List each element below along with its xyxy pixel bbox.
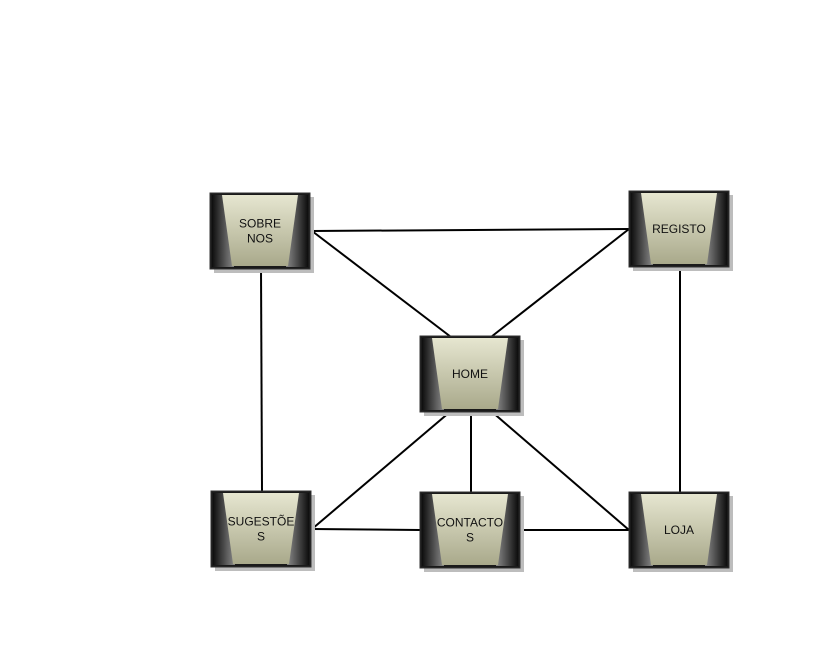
node-right-bevel <box>496 494 518 566</box>
node-panel <box>222 195 298 266</box>
node-label: HOME <box>452 367 488 381</box>
node-home: HOME <box>419 335 524 416</box>
edge-registo-home <box>490 228 630 338</box>
node-panel <box>641 193 717 264</box>
node-label: S <box>257 530 265 544</box>
node-label: NOS <box>247 232 273 246</box>
connections <box>260 228 681 531</box>
node-left-bevel <box>422 494 444 566</box>
node-right-bevel <box>286 195 308 267</box>
node-right-bevel <box>705 494 727 566</box>
node-right-bevel <box>705 193 727 265</box>
node-label: S <box>466 531 474 545</box>
node-label: REGISTO <box>652 222 706 236</box>
node-left-bevel <box>213 493 235 565</box>
edge-sugestoes-contactos <box>311 528 421 531</box>
node-left-bevel <box>631 494 653 566</box>
node-left-bevel <box>631 193 653 265</box>
node-right-bevel <box>287 493 309 565</box>
node-panel <box>223 493 299 564</box>
edge-sobre-nos-sugestoes <box>260 268 263 492</box>
node-panel <box>432 338 508 409</box>
edge-home-sugestoes <box>311 410 452 530</box>
node-right-bevel <box>496 338 518 410</box>
node-loja: LOJA <box>628 491 733 572</box>
node-registo: REGISTO <box>628 190 733 271</box>
node-panel <box>432 494 508 565</box>
node-panel <box>641 494 717 565</box>
node-left-bevel <box>422 338 444 410</box>
node-label: LOJA <box>664 523 694 537</box>
node-label: SUGESTÕE <box>228 514 295 529</box>
node-label: SOBRE <box>239 217 281 231</box>
page-nodes: SOBRENOSREGISTOHOMESUGESTÕESCONTACTOSLOJ… <box>209 190 733 572</box>
edge-sobre-nos-registo <box>311 228 630 232</box>
node-label: CONTACTO <box>437 516 503 530</box>
edge-home-loja <box>490 410 630 531</box>
edge-sobre-nos-home <box>311 230 452 338</box>
node-left-bevel <box>212 195 234 267</box>
